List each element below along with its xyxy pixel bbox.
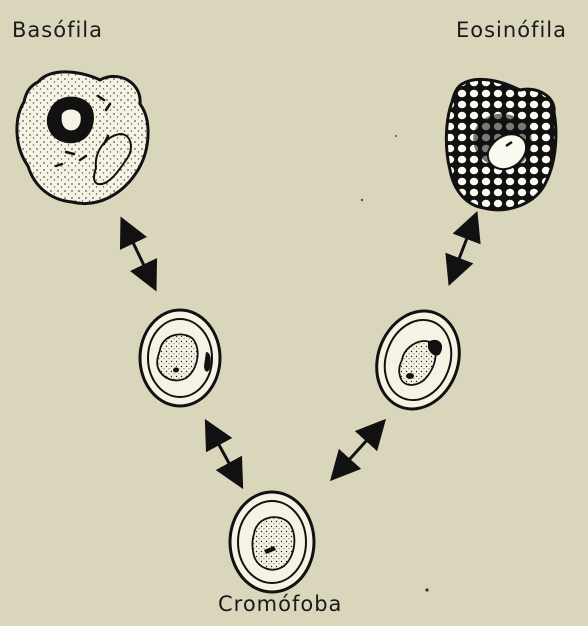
label-chromophobe: Cromófoba [218, 592, 342, 616]
chromophobe-nucleus [253, 517, 295, 570]
label-eosinophil: Eosinófila [456, 18, 567, 42]
eosinophil-cell [446, 79, 556, 209]
intermediate-cell-right [363, 299, 472, 420]
arrow-intermediate-left-chromophobe [212, 432, 236, 476]
arrow-intermediate-right-chromophobe [340, 430, 376, 470]
intermediate-cell-left [140, 310, 220, 406]
chromophobe-cell [230, 492, 314, 592]
basophil-cell [17, 72, 148, 204]
arrow-basophil-intermediate [127, 230, 150, 278]
intermediate-cell-left-nucleus [157, 334, 197, 380]
arrow-eosinophil-intermediate [454, 225, 472, 272]
label-basophil: Basófila [12, 18, 103, 42]
